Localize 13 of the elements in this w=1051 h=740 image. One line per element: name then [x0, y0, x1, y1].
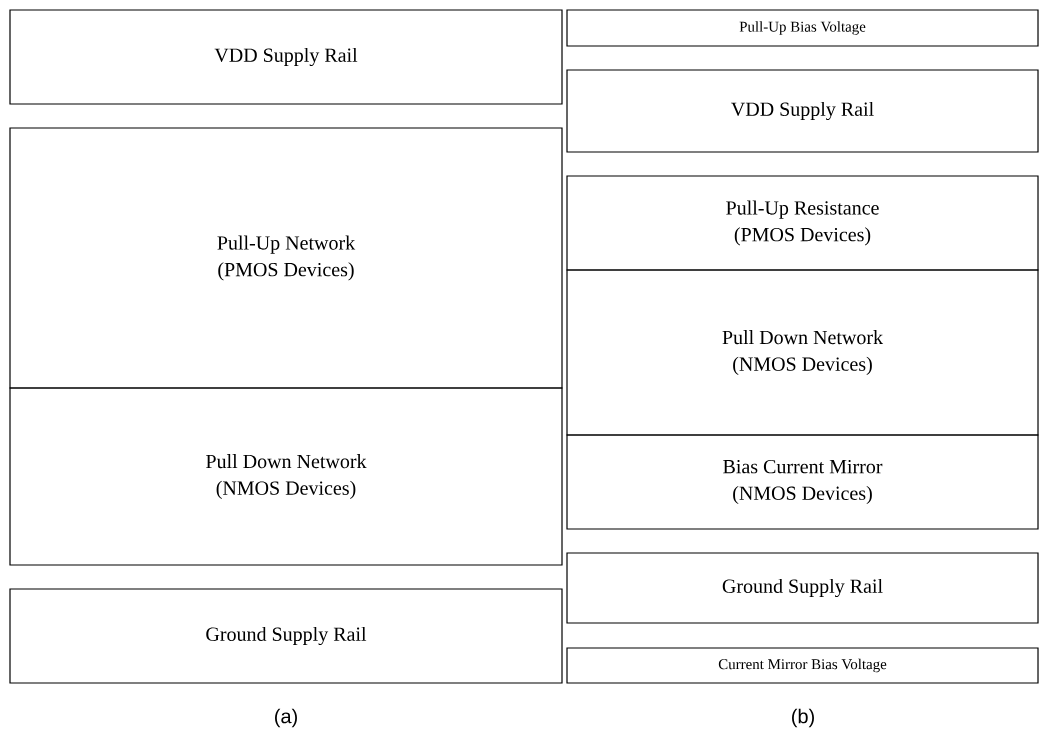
block-box: Pull-Up Resistance (PMOS Devices) — [566, 175, 1039, 271]
block-box: Pull-Up Network (PMOS Devices) — [9, 127, 563, 389]
block-box: Ground Supply Rail — [9, 588, 563, 684]
block-box: Pull Down Network (NMOS Devices) — [9, 387, 563, 566]
block-box: Current Mirror Bias Voltage — [566, 647, 1039, 684]
block-box: Bias Current Mirror (NMOS Devices) — [566, 434, 1039, 530]
block-box: VDD Supply Rail — [9, 9, 563, 105]
block-box: VDD Supply Rail — [566, 69, 1039, 153]
panel-label: (b) — [792, 708, 814, 728]
block-box: Pull Down Network (NMOS Devices) — [566, 269, 1039, 436]
block-box: Pull-Up Bias Voltage — [566, 9, 1039, 47]
block-box: Ground Supply Rail — [566, 552, 1039, 624]
panel-label: (a) — [275, 708, 297, 728]
